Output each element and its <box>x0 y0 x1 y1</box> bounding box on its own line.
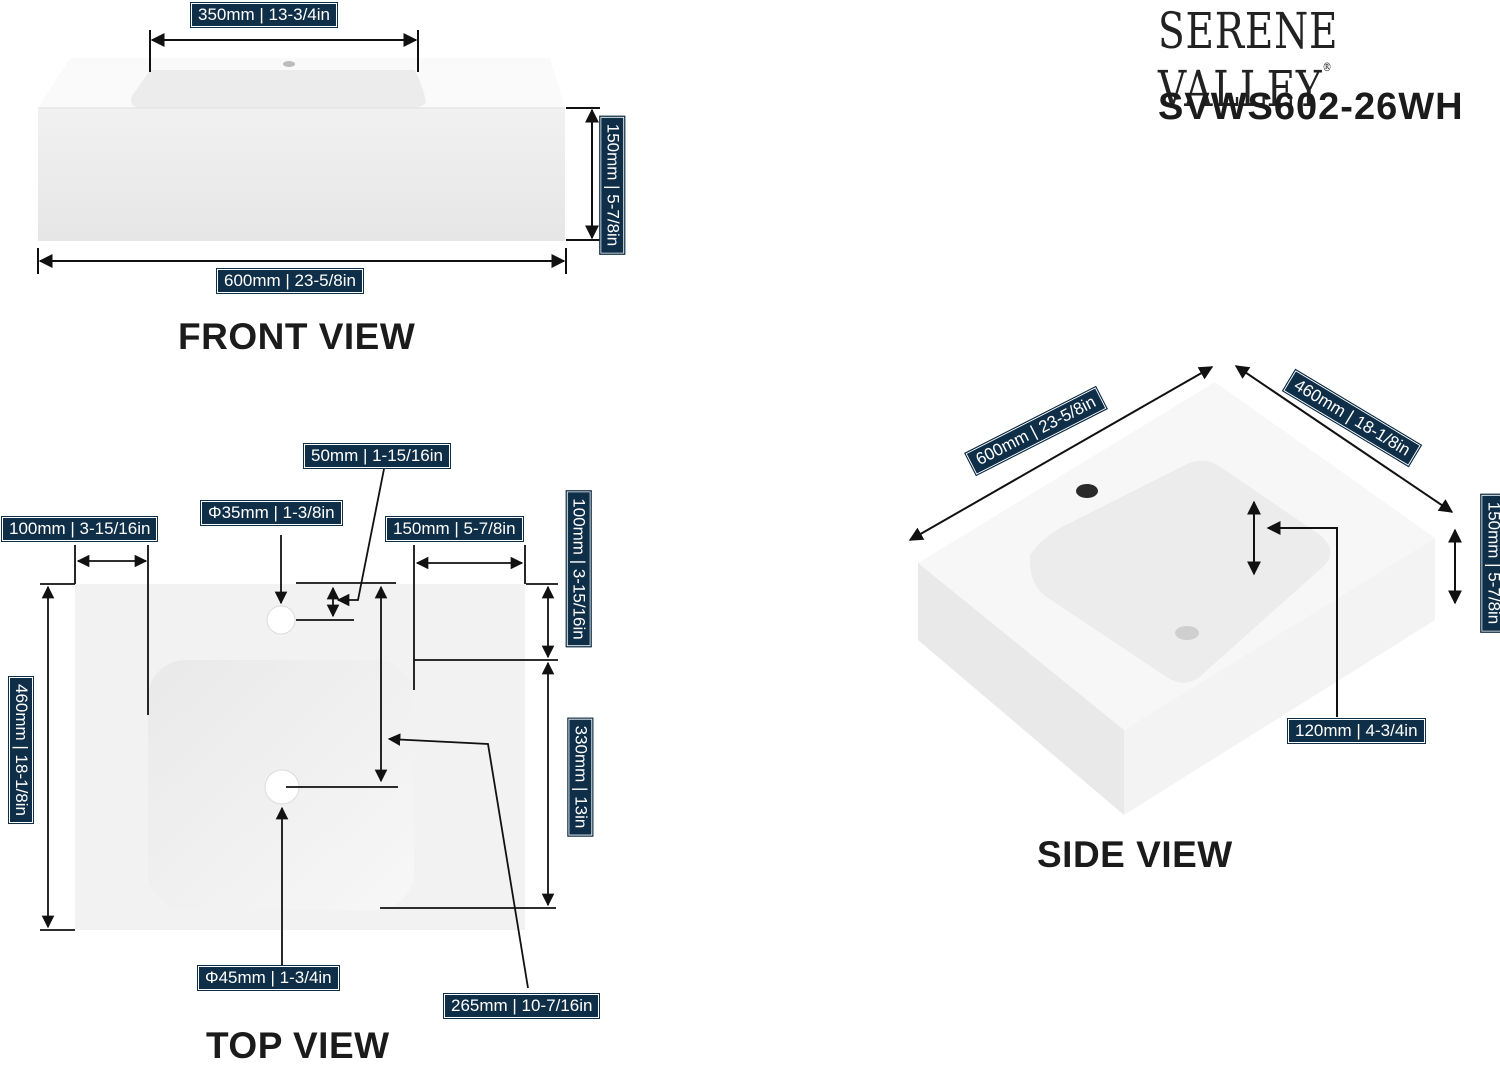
model-number: SVWS602-26WH <box>1158 86 1464 128</box>
front-total-width-label: 600mm | 23-5/8in <box>216 268 364 294</box>
top-drain-offset-label: 265mm | 10-7/16in <box>443 993 601 1019</box>
front-dimension-lines <box>37 30 600 274</box>
top-back-margin-label: 100mm | 3-15/16in <box>565 490 592 648</box>
top-basin-depth-label: 330mm | 13in <box>567 717 594 837</box>
front-view-title: FRONT VIEW <box>178 316 416 357</box>
top-view-sink <box>75 584 525 930</box>
brand-name: SERENE VALLEY <box>1158 2 1339 118</box>
front-basin-width-label: 350mm | 13-3/4in <box>190 2 338 28</box>
side-view-title: SIDE VIEW <box>1037 834 1233 875</box>
side-dimension-lines <box>908 365 1462 717</box>
side-height-label: 150mm | 5-7/8in <box>1480 493 1500 633</box>
top-right-margin-label: 150mm | 5-7/8in <box>385 516 524 542</box>
top-tap-offset-label: 50mm | 1-15/16in <box>303 443 451 469</box>
front-view-sink <box>38 58 565 241</box>
side-bowl-depth-label: 120mm | 4-3/4in <box>1287 718 1426 744</box>
top-depth-label: 460mm | 18-1/8in <box>7 676 34 824</box>
top-dimension-lines <box>40 468 558 989</box>
top-view-title: TOP VIEW <box>206 1025 390 1066</box>
front-height-label: 150mm | 5-7/8in <box>599 115 626 255</box>
top-left-margin-label: 100mm | 3-15/16in <box>1 516 159 542</box>
registered-mark: ® <box>1322 60 1333 74</box>
top-drain-dia-label: Φ45mm | 1-3/4in <box>197 965 340 991</box>
brand-logo: SERENE VALLEY® <box>1158 2 1425 118</box>
top-tap-hole-dia-label: Φ35mm | 1-3/8in <box>200 500 343 526</box>
